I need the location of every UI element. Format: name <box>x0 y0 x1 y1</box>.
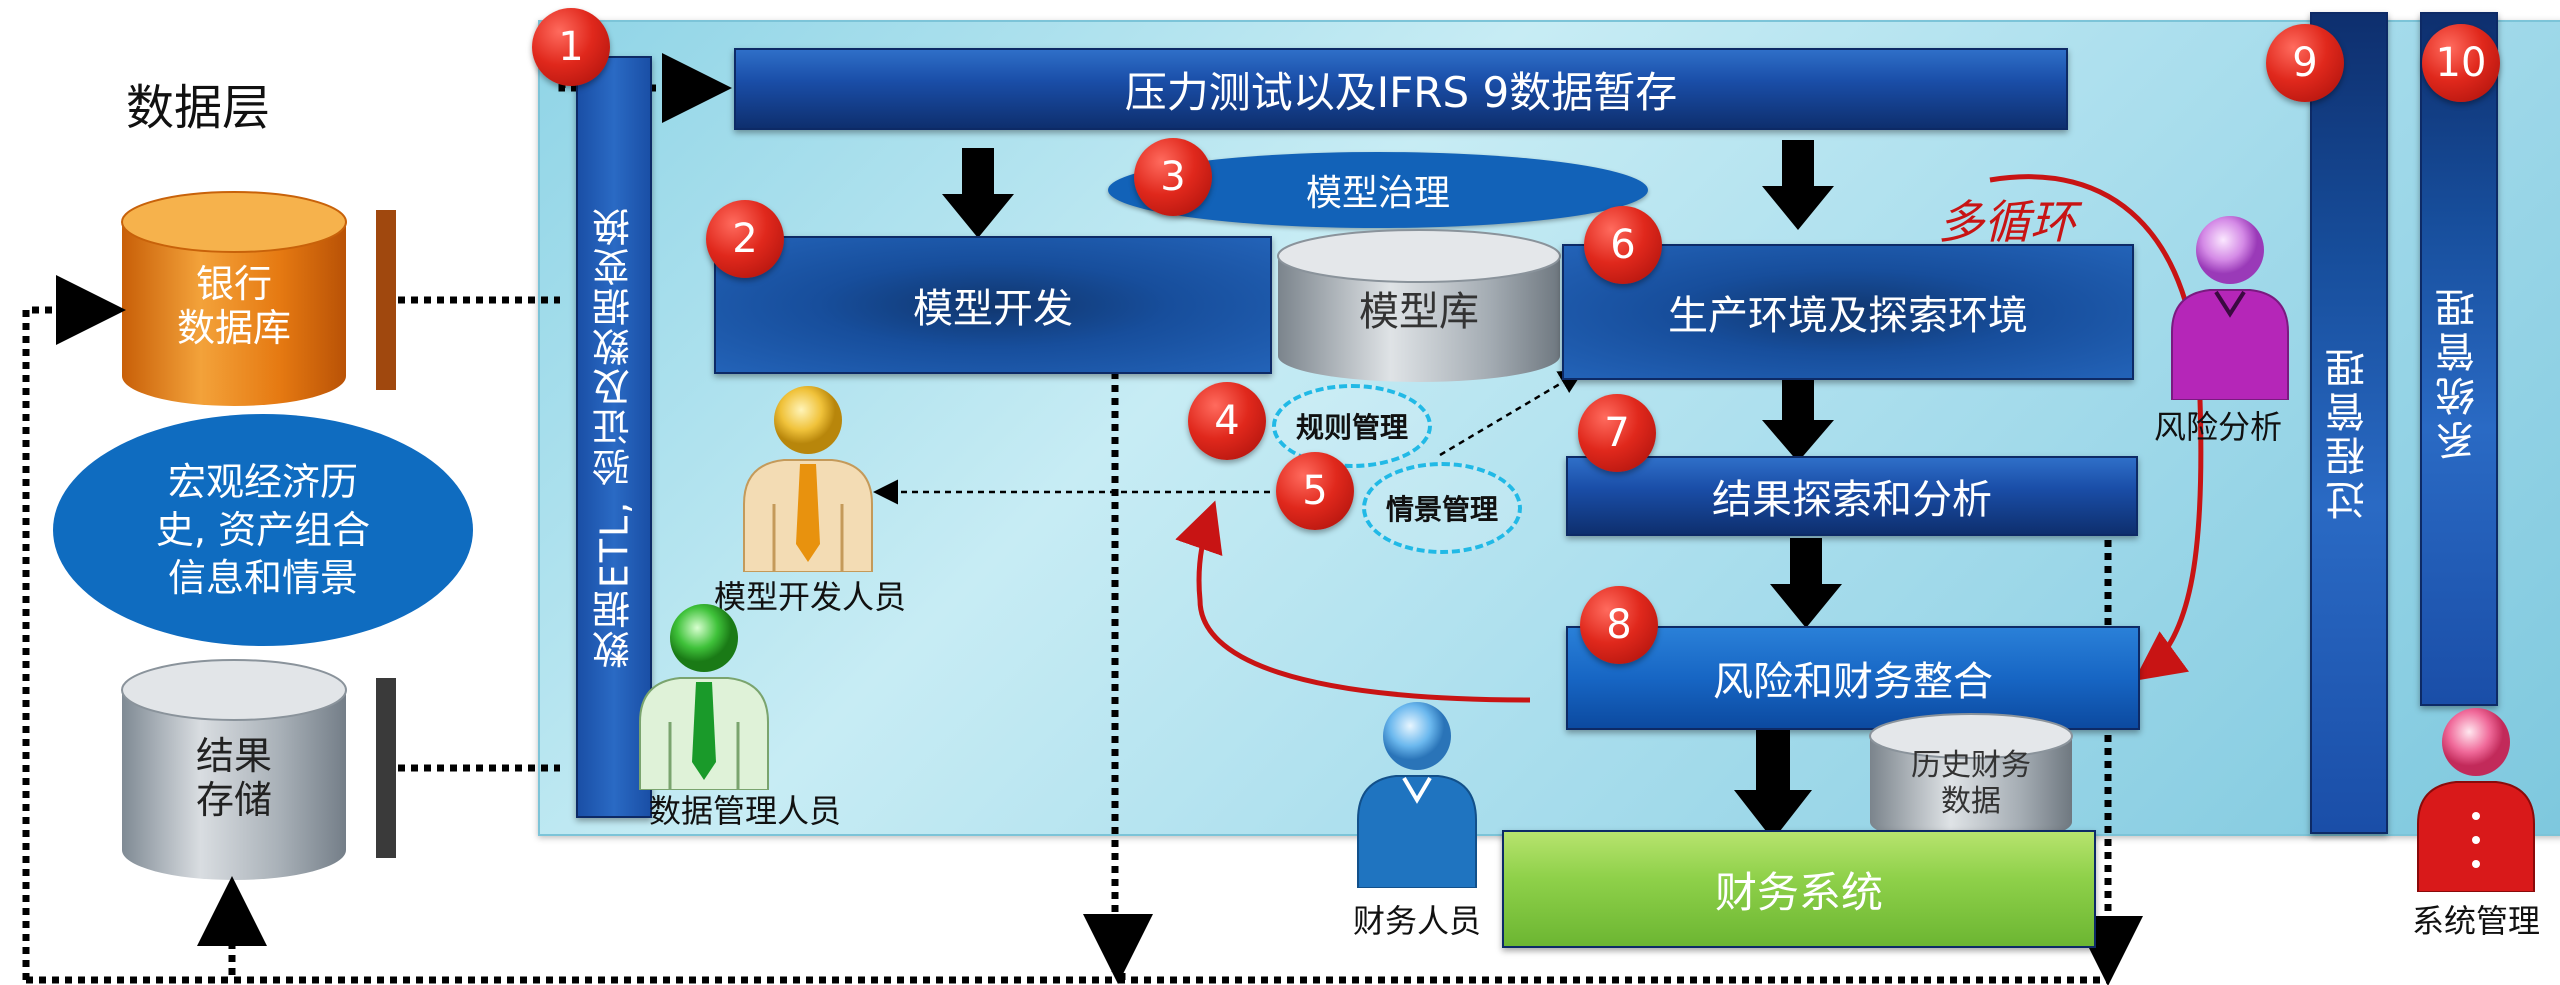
system-mgmt-label: 系统管理 <box>2436 284 2482 460</box>
model-library-label: 模型库 <box>1359 289 1479 335</box>
risk-finance-label: 风险和财务整合 <box>1713 659 1993 705</box>
history-finance-line2: 数据 <box>1941 784 2001 819</box>
risk-analyst-label: 风险分析 <box>2153 408 2282 446</box>
result-analysis-bar: 结果探索和分析 <box>1566 456 2138 536</box>
finance-staff-icon <box>1357 702 1477 888</box>
rule-mgmt-label: 规则管理 <box>1295 411 1408 444</box>
step-5-badge: 5 <box>1276 452 1354 530</box>
model-dev-label: 模型开发 <box>913 286 1073 332</box>
finance-staff-label: 财务人员 <box>1352 902 1481 940</box>
history-finance-cylinder <box>1869 713 2073 844</box>
data-manager-label: 数据管理人员 <box>648 792 841 830</box>
model-developer-label: 模型开发人员 <box>713 578 906 616</box>
macro-line3: 信息和情景 <box>167 556 358 600</box>
history-finance-line1: 历史财务 <box>1911 748 2031 783</box>
multi-cycle-label: 多循环 <box>1938 195 2076 249</box>
stress-test-label: 压力测试以及IFRS 9数据暂存 <box>1124 67 1678 117</box>
model-governance-label: 模型治理 <box>1305 173 1450 214</box>
result-storage-connector-bar <box>376 678 396 858</box>
step-7-badge: 7 <box>1578 394 1656 472</box>
result-analysis-label: 结果探索和分析 <box>1712 477 1992 523</box>
finance-system-box: 财务系统 <box>1502 830 2096 948</box>
macro-ellipse-label: 宏观经济历 史, 资产组合 信息和情景 <box>50 410 476 650</box>
rule-mgmt-ellipse: 规则管理 <box>1272 384 1432 468</box>
bank-db-cylinder <box>121 191 347 406</box>
step-2-badge: 2 <box>706 200 784 278</box>
sys-admin-icon <box>2417 708 2535 892</box>
history-finance-label: 历史财务 数据 <box>1866 748 2076 820</box>
data-manager-icon <box>639 604 769 790</box>
macro-line2: 史, 资产组合 <box>155 508 371 552</box>
etl-bar: 数据ETL, 验证及数据变换 <box>576 56 652 818</box>
model-dev-box: 模型开发 <box>714 236 1272 374</box>
result-storage-label: 结果 存储 <box>118 734 350 822</box>
data-layer-title: 数据层 <box>126 80 271 136</box>
model-developer-icon <box>743 386 873 572</box>
process-mgmt-bar: 过程管理 <box>2310 12 2388 834</box>
process-mgmt-label: 过程管理 <box>2326 344 2372 520</box>
scenario-mgmt-ellipse: 情景管理 <box>1362 462 1522 554</box>
risk-finance-bar: 风险和财务整合 <box>1566 626 2140 730</box>
system-mgmt-bar: 系统管理 <box>2420 12 2498 706</box>
stress-test-bar: 压力测试以及IFRS 9数据暂存 <box>734 48 2068 130</box>
bank-db-label: 银行 数据库 <box>118 262 350 350</box>
result-storage-cylinder <box>121 659 347 880</box>
step-3-badge: 3 <box>1134 138 1212 216</box>
step-6-badge: 6 <box>1584 206 1662 284</box>
step-9-badge: 9 <box>2266 24 2344 102</box>
model-library-cylinder <box>1277 229 1561 382</box>
step-1-badge: 1 <box>532 8 610 86</box>
step-8-badge: 8 <box>1580 586 1658 664</box>
bank-db-line1: 银行 <box>195 262 272 306</box>
etl-label: 数据ETL, 验证及数据变换 <box>592 205 637 669</box>
risk-analyst-icon <box>2171 216 2289 400</box>
prod-env-box: 生产环境及探索环境 <box>1562 244 2134 380</box>
sys-admin-label: 系统管理 <box>2411 902 2540 940</box>
result-storage-line1: 结果 <box>195 734 272 778</box>
bank-db-connector-bar <box>376 210 396 390</box>
finance-system-label: 财务系统 <box>1714 867 1883 917</box>
macro-ellipse-shape <box>53 414 473 646</box>
step-4-badge: 4 <box>1188 382 1266 460</box>
result-storage-line2: 存储 <box>195 778 272 822</box>
macro-line1: 宏观经济历 <box>167 460 358 504</box>
main-panel <box>538 20 2560 836</box>
step-10-badge: 10 <box>2422 24 2500 102</box>
scenario-mgmt-label: 情景管理 <box>1385 493 1498 526</box>
prod-env-label: 生产环境及探索环境 <box>1668 293 2028 339</box>
bank-db-line2: 数据库 <box>176 306 291 350</box>
